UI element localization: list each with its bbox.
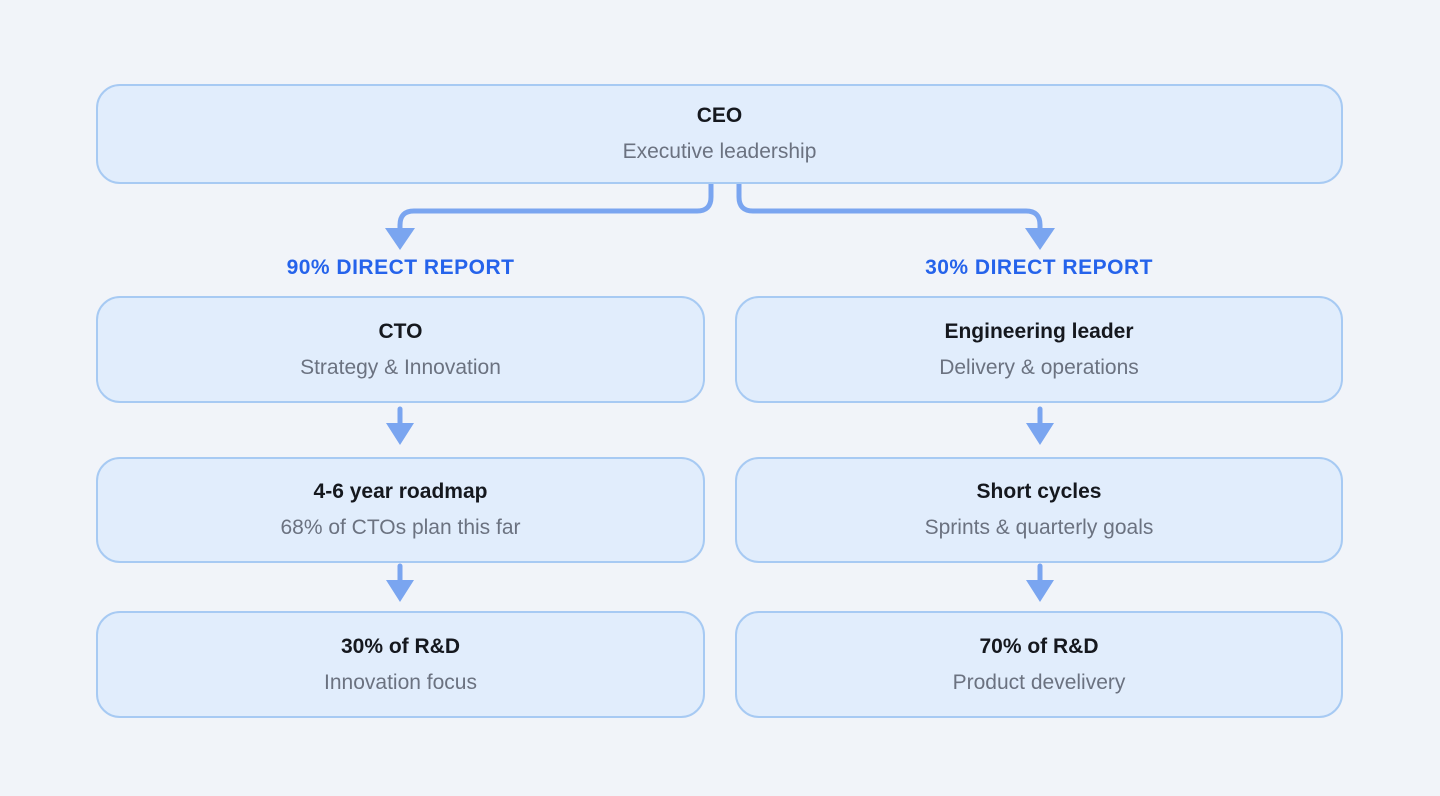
arrow-down-icon [1026,423,1054,445]
arrow-down-icon [386,423,414,445]
arrow-down-icon [1026,580,1054,602]
node-title: CEO [696,104,743,127]
node-cto: CTO Strategy & Innovation [96,296,705,403]
branch-connector-left [397,181,714,232]
node-rd-30: 30% of R&D Innovation focus [96,611,705,718]
node-title: 70% of R&D [979,634,1099,658]
node-title: 30% of R&D [340,634,461,658]
node-title: CTO [378,319,423,343]
node-ceo: CEO Executive leadership [96,84,1343,184]
node-title: 4-6 year roadmap [313,480,488,503]
arrow-down-icon [385,228,415,250]
node-subtitle: Delivery & operations [939,355,1139,379]
node-title: Short cycles [976,480,1102,503]
node-subtitle: 68% of CTOs plan this far [280,516,521,539]
node-rd-70: 70% of R&D Product develivery [735,611,1343,718]
node-subtitle: Sprints & quarterly goals [924,516,1154,539]
node-title: Engineering leader [944,319,1134,343]
node-engineering-leader: Engineering leader Delivery & operations [735,296,1343,403]
node-short-cycles: Short cycles Sprints & quarterly goals [735,457,1343,563]
branch-label-left: 90% DIRECT REPORT [286,256,515,279]
node-subtitle: Executive leadership [622,140,817,163]
node-subtitle: Product develivery [952,670,1126,694]
branch-connector-right [736,181,1043,232]
node-subtitle: Strategy & Innovation [300,355,501,379]
node-roadmap: 4-6 year roadmap 68% of CTOs plan this f… [96,457,705,563]
arrow-down-icon [386,580,414,602]
node-subtitle: Innovation focus [324,670,477,694]
branch-label-right: 30% DIRECT REPORT [925,256,1153,279]
arrow-down-icon [1025,228,1055,250]
